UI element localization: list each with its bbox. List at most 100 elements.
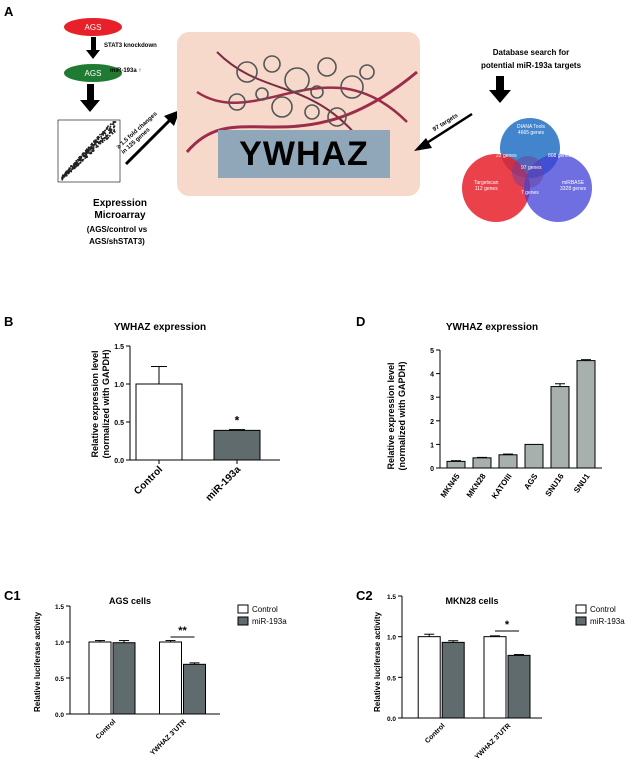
scatter-point bbox=[104, 137, 107, 139]
scatter-point bbox=[66, 170, 69, 173]
x-tick-label: Control bbox=[95, 718, 118, 741]
bar bbox=[135, 383, 183, 461]
significance-mark: * bbox=[505, 619, 510, 631]
scatter-point bbox=[61, 174, 64, 177]
scatter-point bbox=[90, 143, 93, 146]
ags-red-oval: AGS bbox=[64, 18, 122, 36]
arrow-shaft bbox=[496, 76, 504, 92]
scatter-point bbox=[77, 164, 79, 167]
scatter-point bbox=[95, 139, 98, 142]
venn-diana: DIANA Tools 4665 genes bbox=[517, 124, 545, 136]
bar bbox=[112, 642, 136, 715]
legend-swatch bbox=[237, 604, 249, 614]
y-tick-label: 1.0 bbox=[55, 640, 64, 647]
scatter-point bbox=[109, 125, 112, 128]
y-tick-label: 0.5 bbox=[114, 420, 124, 427]
ags-green-oval: AGS bbox=[64, 64, 122, 82]
venn-7: 7 genes bbox=[521, 190, 539, 196]
scatter-point bbox=[79, 161, 82, 164]
panel-label-c1: C1 bbox=[4, 588, 21, 603]
scatter-point bbox=[70, 165, 72, 168]
molecule-ring bbox=[271, 96, 293, 118]
scatter-point bbox=[103, 132, 106, 134]
molecule-ring bbox=[304, 104, 320, 120]
ags-label-2: AGS bbox=[84, 68, 102, 78]
ywhaz-banner-text: YWHAZ bbox=[239, 134, 369, 173]
x-tick-label: AGS bbox=[522, 471, 540, 491]
scatter-point bbox=[105, 127, 108, 129]
scatter-point bbox=[92, 148, 94, 151]
scatter-point bbox=[91, 147, 93, 150]
scatter-point bbox=[94, 143, 97, 145]
legend-label: Control bbox=[252, 605, 278, 614]
x-tick-label: SNU1 bbox=[572, 472, 592, 495]
y-tick-label: 0.0 bbox=[55, 712, 64, 719]
venn-808: 808 genes bbox=[548, 153, 572, 159]
scatter-point bbox=[83, 152, 86, 154]
y-tick-label: 0.5 bbox=[387, 675, 396, 682]
x-tick-label: SNU16 bbox=[543, 472, 565, 499]
molecule-ring bbox=[317, 57, 337, 77]
scatter-point bbox=[113, 131, 116, 133]
y-tick-label: 1.0 bbox=[114, 382, 124, 389]
scatter-point bbox=[98, 141, 100, 143]
arrow-shaft bbox=[91, 37, 96, 51]
scatter-point bbox=[91, 149, 94, 152]
helix-strand bbox=[196, 86, 408, 123]
scatter-point bbox=[107, 129, 110, 131]
panel-label-c2: C2 bbox=[356, 588, 373, 603]
bar bbox=[417, 636, 441, 719]
y-tick-label: 3 bbox=[430, 395, 434, 402]
bar bbox=[88, 641, 112, 715]
bar bbox=[498, 454, 518, 469]
scatter-point bbox=[77, 163, 80, 166]
scatter-point bbox=[100, 135, 102, 138]
ags-label-1: AGS bbox=[84, 22, 102, 32]
scatter-point bbox=[113, 126, 115, 129]
scatter-point bbox=[62, 177, 64, 180]
x-tick-label: Control bbox=[132, 464, 165, 497]
microarray-scatter-plot bbox=[57, 119, 121, 183]
molecule-ring bbox=[340, 75, 364, 99]
bar bbox=[446, 460, 466, 469]
bar bbox=[483, 636, 507, 719]
bar bbox=[441, 641, 465, 719]
scatter-point bbox=[82, 155, 85, 158]
legend-swatch bbox=[575, 604, 587, 614]
scatter-point bbox=[82, 153, 85, 156]
scatter-point bbox=[74, 161, 76, 164]
y-tick-label: 2 bbox=[430, 419, 434, 426]
x-tick-label: YWHAZ 3'UTR bbox=[149, 718, 188, 757]
molecule-ring bbox=[263, 55, 281, 73]
scatter-point bbox=[104, 129, 107, 132]
scatter-point bbox=[99, 133, 101, 136]
y-tick-label: 5 bbox=[430, 348, 434, 355]
scatter-point bbox=[97, 135, 99, 138]
scatter-point bbox=[63, 176, 66, 178]
scatter-point bbox=[103, 137, 105, 140]
chart-title: AGS cells bbox=[109, 596, 151, 606]
scatter-point bbox=[87, 146, 90, 149]
legend-swatch bbox=[237, 616, 249, 626]
molecule-ring bbox=[236, 61, 258, 83]
scatter-point bbox=[100, 137, 103, 140]
bar bbox=[576, 360, 596, 469]
arrow-shaft bbox=[87, 84, 94, 102]
x-tick-label: MKN28 bbox=[465, 472, 488, 500]
scatter-point bbox=[72, 166, 74, 169]
down-arrow-icon bbox=[86, 50, 100, 59]
x-tick-label: miR-193a bbox=[204, 464, 244, 504]
scatter-point bbox=[113, 121, 116, 123]
scatter-point bbox=[67, 169, 70, 171]
y-tick-label: 1.5 bbox=[387, 594, 396, 601]
scatter-point bbox=[95, 141, 98, 144]
scatter-point bbox=[70, 169, 73, 172]
scatter-point bbox=[71, 168, 74, 171]
y-tick-label: 1 bbox=[430, 442, 434, 449]
molecule-ring bbox=[327, 107, 347, 127]
bar bbox=[524, 443, 544, 469]
venn-diagram bbox=[462, 118, 592, 222]
scatter-point bbox=[68, 171, 71, 174]
stat3-knockdown-label: STAT3 knockdown bbox=[104, 43, 157, 49]
scatter-point bbox=[102, 134, 105, 136]
